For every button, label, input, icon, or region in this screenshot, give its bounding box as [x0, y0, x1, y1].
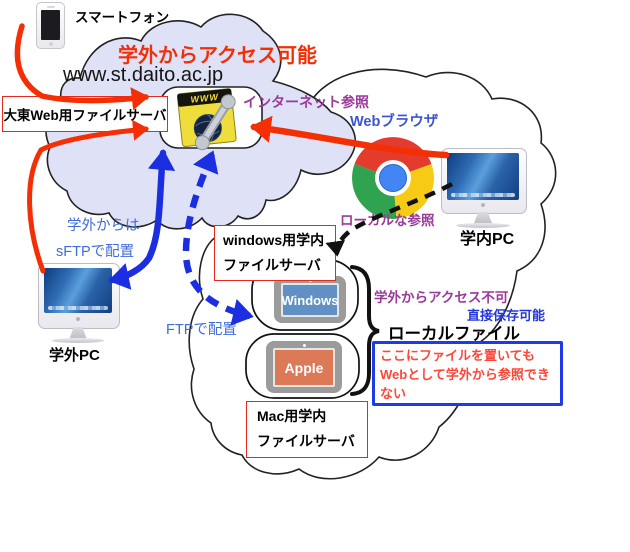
domain-label: www.st.daito.ac.jp	[63, 64, 224, 86]
www-server-icon: WWW	[159, 86, 263, 151]
apple-monitor-icon: Apple	[266, 341, 342, 393]
ftp-label: FTPで配置	[166, 322, 237, 338]
arrow-offcampus-pc-to-www	[27, 119, 149, 274]
offcampus-pc-label: 学外PC	[49, 347, 100, 364]
smartphone-icon	[36, 2, 65, 49]
arrow-campus-pc-to-www	[250, 115, 450, 159]
phone-speaker	[46, 6, 55, 8]
www-badge-text: WWW	[190, 92, 220, 105]
arrow-sftp-solid-blue	[108, 149, 176, 290]
windows-screen-label: Windows	[281, 283, 339, 317]
arrow-local-ref-dashed-black	[325, 182, 454, 257]
mac-server-label-2: ファイルサーバ	[257, 433, 355, 449]
offcampus-pc-icon	[35, 261, 121, 349]
no-external-access-label: 学外からアクセス不可	[374, 290, 509, 305]
web-browser-label: Webブラウザ	[350, 114, 439, 130]
campus-pc-label: 学内PC	[460, 231, 515, 248]
phone-screen	[41, 10, 60, 40]
local-file-label: ローカルファイル	[388, 325, 520, 343]
phone-home-button	[48, 42, 53, 46]
arrow-smartphone-to-www	[14, 23, 150, 111]
note-line-3: ない	[380, 386, 407, 401]
daito-web-server-box: 大東Web用ファイルサーバ	[2, 96, 168, 132]
arrow-ftp-dashed-blue	[182, 150, 254, 326]
mac-server-label-1: Mac用学内	[257, 408, 327, 424]
campus-pc-icon	[438, 146, 528, 230]
apple-screen-label: Apple	[273, 348, 335, 387]
internet-ref-label: インターネット参照	[243, 94, 369, 110]
direct-save-label: 直接保存可能	[467, 308, 546, 323]
local-file-brace	[350, 265, 380, 396]
windows-monitor-icon: Windows	[274, 276, 346, 323]
note-line-1: ここにファイルを置いても	[380, 348, 535, 363]
chrome-browser-icon	[352, 137, 434, 219]
note-line-2: Webとして学外から参照でき	[380, 367, 550, 382]
daito-web-server-label: 大東Web用ファイルサーバ	[3, 108, 167, 123]
smartphone-label: スマートフォン	[75, 10, 170, 25]
external-access-label: 学外からアクセス可能	[118, 45, 317, 67]
mac-server-box: Mac用学内 ファイルサーバ	[246, 401, 368, 458]
note-box: ここにファイルを置いても Webとして学外から参照でき ない	[372, 341, 563, 406]
